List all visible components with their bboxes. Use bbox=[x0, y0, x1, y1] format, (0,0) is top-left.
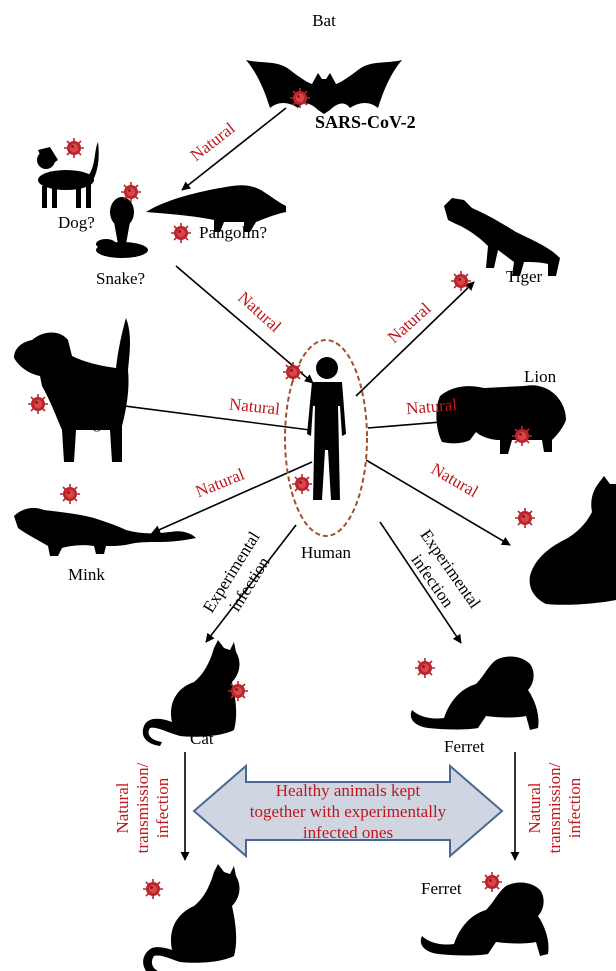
dog-question-label: Dog? bbox=[58, 213, 95, 232]
dog-question-silhouette bbox=[37, 142, 99, 208]
sars-cov-2-label: SARS-CoV-2 bbox=[315, 112, 416, 132]
edge-label-reservoir-to-human: Natural bbox=[234, 288, 285, 336]
bat-silhouette bbox=[246, 60, 402, 114]
virus-icon bbox=[451, 271, 471, 291]
virus-icon bbox=[60, 484, 80, 504]
banner-line1: Healthy animals kept bbox=[276, 781, 421, 800]
virus-icon bbox=[415, 658, 435, 678]
virus-icon bbox=[64, 138, 84, 158]
ferret-bottom-label: Ferret bbox=[421, 879, 462, 898]
virus-icon bbox=[515, 508, 535, 528]
tiger-label: Tiger bbox=[506, 267, 543, 286]
virus-icon bbox=[283, 362, 303, 382]
nat-trans-left-line3: infection bbox=[153, 777, 172, 838]
snake-question-silhouette bbox=[96, 197, 148, 258]
arrow-human-to-dog bbox=[117, 405, 310, 430]
edge-label-bat-to-reservoir: Natural bbox=[187, 118, 239, 165]
cat-mid-label: Cat bbox=[190, 729, 214, 748]
nat-trans-left-line1: Natural bbox=[113, 782, 132, 833]
cat-right-label: Cat bbox=[589, 566, 613, 585]
virus-icon bbox=[171, 223, 191, 243]
edge-label-human-to-cat: Natural bbox=[428, 459, 482, 501]
ferret-mid-label: Ferret bbox=[444, 737, 485, 756]
virus-icon bbox=[292, 474, 312, 494]
virus-icon bbox=[143, 879, 163, 899]
dog-silhouette bbox=[14, 318, 130, 462]
cat-bottom-label: Cat bbox=[212, 928, 236, 947]
banner-line2: together with experimentally bbox=[250, 802, 447, 821]
virus-icon bbox=[228, 681, 248, 701]
virus-icon bbox=[121, 182, 141, 202]
bat-label: Bat bbox=[312, 11, 336, 30]
edge-label-human-to-dog: Natural bbox=[228, 394, 281, 418]
banner-line3: infected ones bbox=[303, 823, 393, 842]
edge-label-human-to-tiger: Natural bbox=[384, 299, 435, 347]
snake-question-label: Snake? bbox=[96, 269, 145, 288]
virus-icon bbox=[482, 872, 502, 892]
dog-label: Dog bbox=[72, 413, 102, 432]
nat-trans-right-line1: Natural bbox=[525, 782, 544, 833]
tiger-silhouette bbox=[444, 198, 560, 276]
lion-label: Lion bbox=[524, 367, 557, 386]
nat-trans-right-line3: infection bbox=[565, 777, 584, 838]
cat-bottom-silhouette bbox=[143, 864, 239, 971]
arrow-human-to-tiger bbox=[356, 282, 474, 396]
cat-right-silhouette bbox=[530, 476, 616, 605]
mink-label: Mink bbox=[68, 565, 105, 584]
virus-icon bbox=[512, 426, 532, 446]
nat-trans-right-line2: transmission/ bbox=[545, 762, 564, 853]
edge-label-human-to-mink: Natural bbox=[193, 464, 248, 501]
virus-icon bbox=[28, 394, 48, 414]
nat-trans-left-line2: transmission/ bbox=[133, 762, 152, 853]
mink-silhouette bbox=[14, 508, 196, 556]
human-silhouette bbox=[307, 357, 346, 500]
human-label: Human bbox=[301, 543, 352, 562]
virus-icon bbox=[290, 88, 310, 108]
pangolin-question-label: Pangolin? bbox=[199, 223, 267, 242]
